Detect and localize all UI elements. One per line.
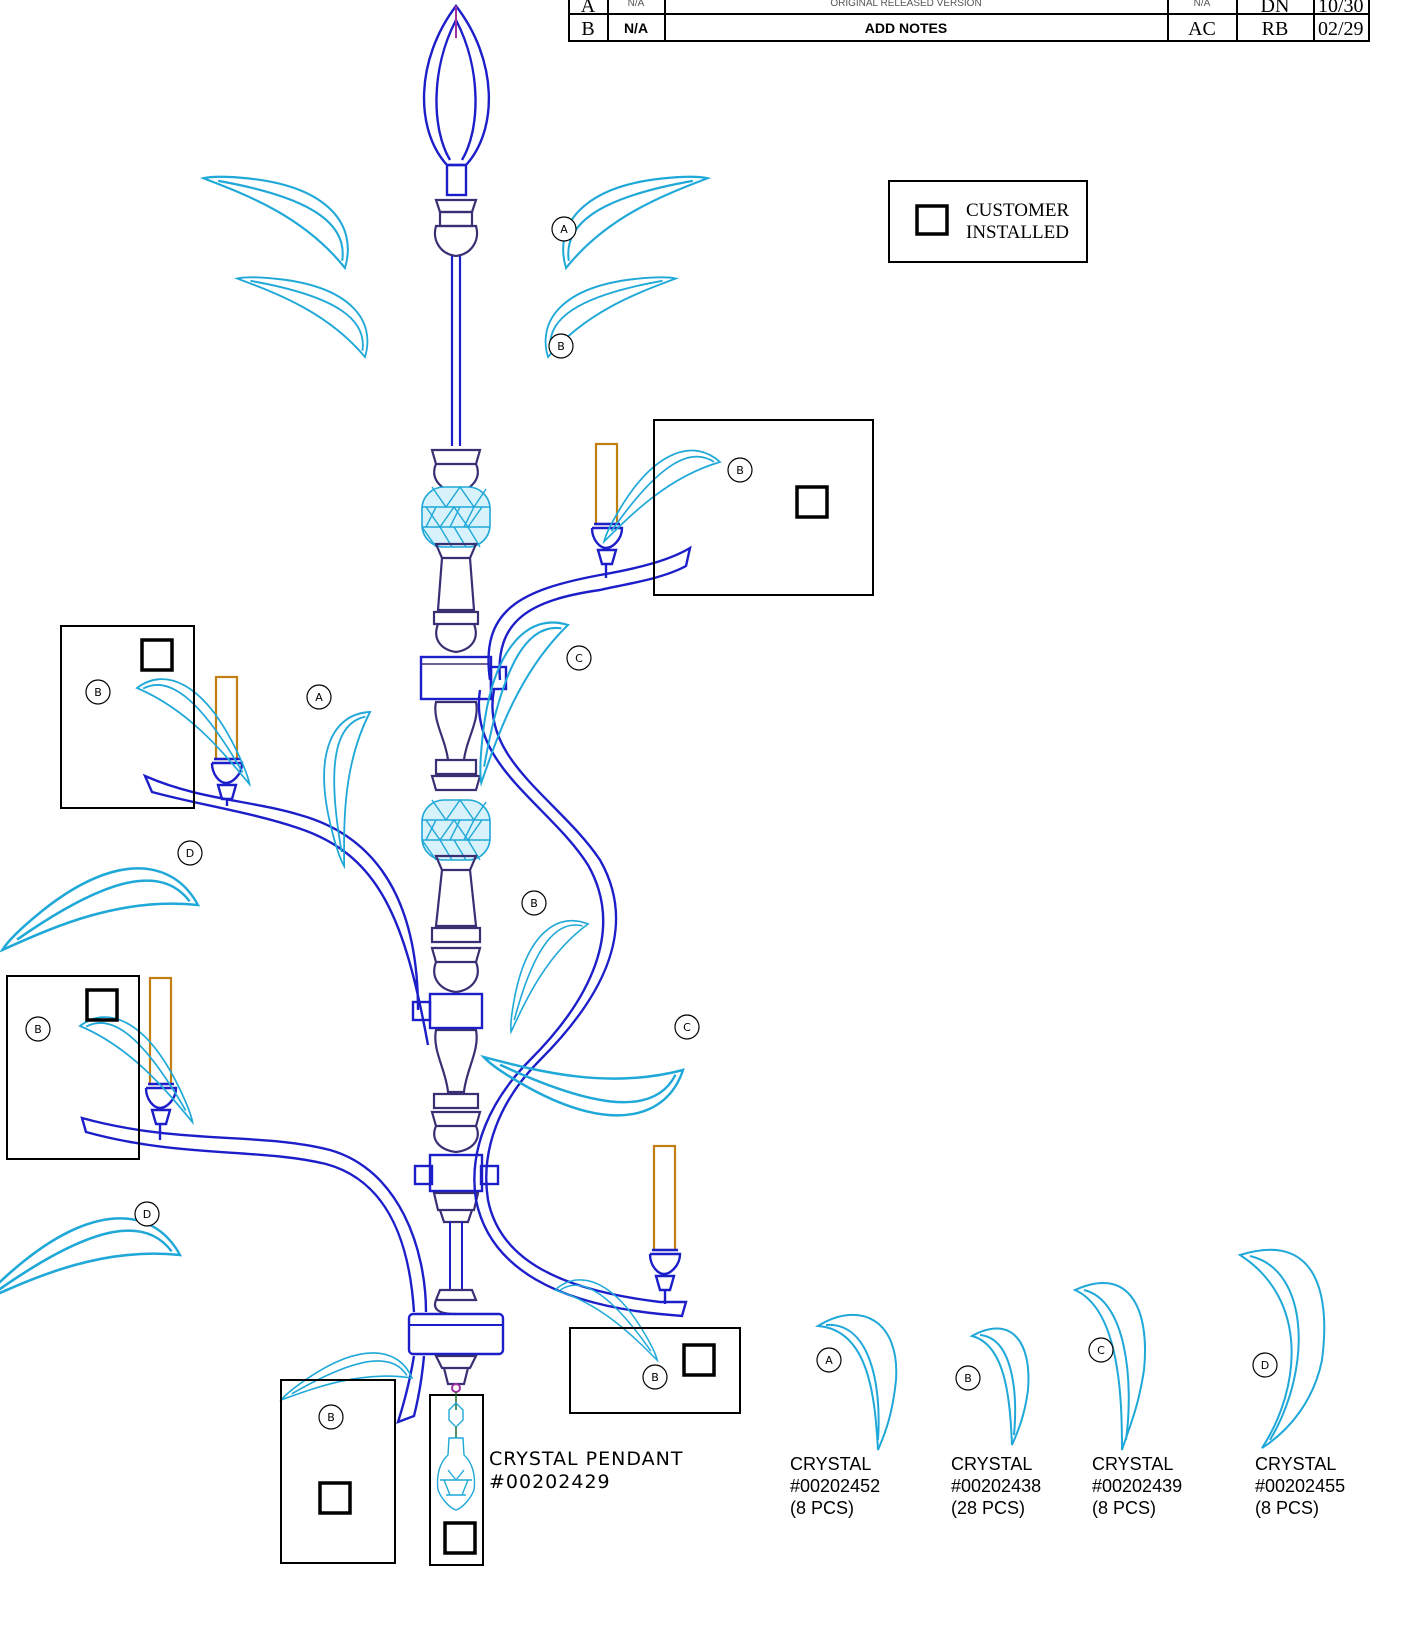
svg-text:D: D bbox=[186, 847, 194, 860]
callout-b-left-lower: B bbox=[25, 1016, 51, 1042]
svg-text:B: B bbox=[557, 340, 565, 353]
callout-b-bottom-right: B bbox=[642, 1364, 668, 1390]
crystal-d-qty: (8 PCS) bbox=[1255, 1498, 1319, 1518]
arm-leaves bbox=[0, 428, 722, 1441]
customer-installed-icon bbox=[915, 204, 949, 236]
svg-text:C: C bbox=[575, 652, 583, 665]
crystal-d-part: #00202455 bbox=[1255, 1476, 1345, 1496]
crystal-b-qty: (28 PCS) bbox=[951, 1498, 1025, 1518]
crystal-c-name: CRYSTAL bbox=[1092, 1454, 1173, 1474]
rev-a-by: N/A bbox=[1194, 0, 1211, 9]
crystal-b-name: CRYSTAL bbox=[951, 1454, 1032, 1474]
svg-text:B: B bbox=[964, 1372, 972, 1385]
crystal-a-part: #00202452 bbox=[790, 1476, 880, 1496]
finial bbox=[422, 4, 490, 446]
top-leaves bbox=[191, 168, 720, 359]
legend-line2: INSTALLED bbox=[966, 222, 1069, 243]
svg-text:C: C bbox=[683, 1021, 691, 1034]
callout-d-upper: D bbox=[177, 840, 203, 866]
crystal-pendant: CRYSTAL PENDANT #00202429 bbox=[436, 1392, 683, 1511]
crystal-c: C CRYSTAL #00202439 (8 PCS) bbox=[1072, 1282, 1182, 1518]
pendant-label: CRYSTAL PENDANT bbox=[489, 1448, 683, 1470]
callouts: A B B C B A D B C B D B B bbox=[25, 216, 753, 1430]
svg-text:D: D bbox=[143, 1208, 151, 1221]
legend-line1: CUSTOMER bbox=[966, 200, 1069, 221]
callout-b-top: B bbox=[548, 333, 574, 359]
callout-d-lower: D bbox=[134, 1201, 160, 1227]
svg-text:A: A bbox=[315, 691, 323, 704]
crystal-b-part: #00202438 bbox=[951, 1476, 1041, 1496]
crystal-c-part: #00202439 bbox=[1092, 1476, 1182, 1496]
rev-a-description: ORIGINAL RELEASED VERSION bbox=[830, 0, 981, 9]
rev-a-chk: DN bbox=[1261, 0, 1290, 17]
svg-text:B: B bbox=[651, 1371, 659, 1384]
rev-a-date: 10/30 bbox=[1318, 0, 1364, 17]
callout-c-lower: C bbox=[674, 1014, 700, 1040]
candles bbox=[144, 442, 682, 1304]
crystal-a-qty: (8 PCS) bbox=[790, 1498, 854, 1518]
callout-b-left-upper: B bbox=[85, 679, 111, 705]
crystal-a: A CRYSTAL #00202452 (8 PCS) bbox=[790, 1313, 898, 1518]
legend: CUSTOMER INSTALLED bbox=[888, 180, 1088, 263]
svg-text:B: B bbox=[530, 897, 538, 910]
revision-table: A N/A ORIGINAL RELEASED VERSION N/A DN 1… bbox=[568, 0, 1370, 42]
arms bbox=[80, 545, 692, 1424]
rev-b-chk: RB bbox=[1262, 18, 1289, 40]
rev-b-ref: N/A bbox=[624, 20, 648, 36]
crystal-d-name: CRYSTAL bbox=[1255, 1454, 1336, 1474]
callout-b-right-upper: B bbox=[727, 457, 753, 483]
callout-c-upper: C bbox=[566, 645, 592, 671]
rev-b-letter: B bbox=[581, 18, 594, 40]
crystal-d: D CRYSTAL #00202455 (8 PCS) bbox=[1237, 1248, 1345, 1518]
pendant-part: #00202429 bbox=[489, 1471, 611, 1493]
svg-text:B: B bbox=[94, 686, 102, 699]
crystal-c-qty: (8 PCS) bbox=[1092, 1498, 1156, 1518]
rev-b-by: AC bbox=[1188, 18, 1216, 40]
rev-a-letter: A bbox=[581, 0, 596, 17]
central-column bbox=[407, 448, 505, 1393]
svg-text:D: D bbox=[1261, 1359, 1269, 1372]
crystal-key: A CRYSTAL #00202452 (8 PCS) B CRYSTAL #0… bbox=[790, 1248, 1345, 1518]
svg-text:A: A bbox=[825, 1354, 833, 1367]
crystal-b: B CRYSTAL #00202438 (28 PCS) bbox=[951, 1327, 1041, 1518]
callout-a-top: A bbox=[551, 216, 577, 242]
rev-b-date: 02/29 bbox=[1318, 18, 1364, 40]
svg-text:B: B bbox=[34, 1023, 42, 1036]
svg-text:B: B bbox=[736, 464, 744, 477]
svg-text:C: C bbox=[1097, 1344, 1105, 1357]
rev-b-description: ADD NOTES bbox=[865, 20, 947, 36]
svg-text:A: A bbox=[560, 223, 568, 236]
callout-a-left: A bbox=[306, 684, 332, 710]
callout-b-mid: B bbox=[521, 890, 547, 916]
rev-a-ref: N/A bbox=[628, 0, 645, 9]
svg-text:B: B bbox=[327, 1411, 335, 1424]
crystal-a-name: CRYSTAL bbox=[790, 1454, 871, 1474]
callout-b-bottom-left: B bbox=[318, 1404, 344, 1430]
